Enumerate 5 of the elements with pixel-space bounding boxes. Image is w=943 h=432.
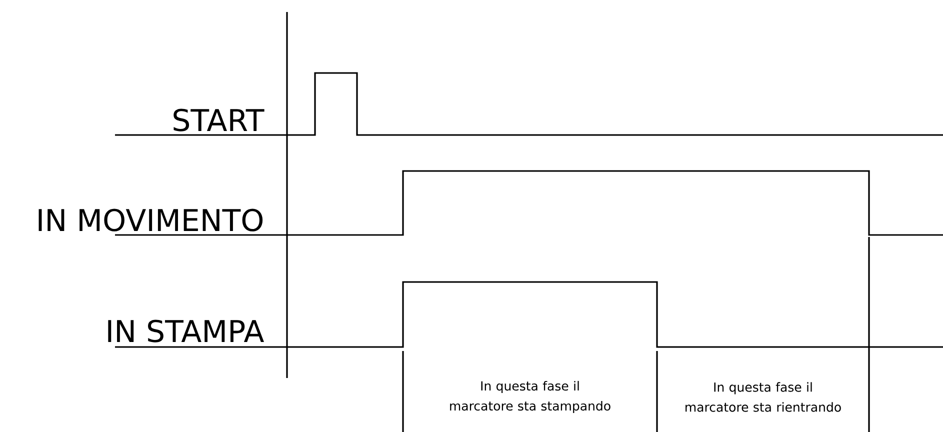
signal-label: IN STAMPA [108,320,264,342]
signal-label: IN MOVIMENTO [38,208,263,232]
signal-label: START [174,108,264,132]
phase-description: In questa fase il marcatore sta rientrando [686,382,841,412]
phase-description: In questa fase il marcatore sta stampando [450,380,610,414]
